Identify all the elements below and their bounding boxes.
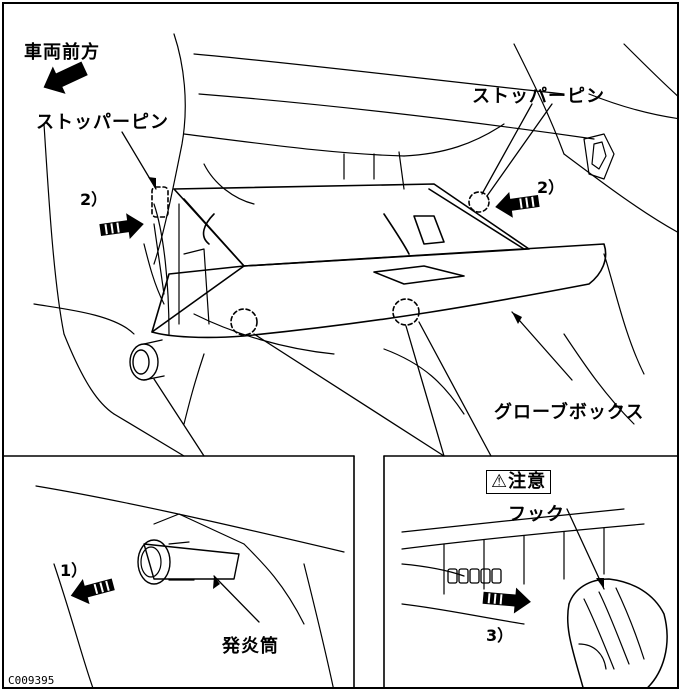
inset-frames: [4, 455, 677, 687]
inset-hook: [401, 508, 668, 687]
caution-text: 注意: [508, 471, 547, 492]
dashboard-outline: [33, 33, 677, 425]
step2-right-label: 2）: [537, 178, 565, 197]
diagram-artwork: [4, 33, 677, 687]
caution-icon: ⚠: [491, 471, 509, 492]
step2-left-label: 2）: [80, 190, 108, 209]
step2-left-arrow: [99, 213, 144, 240]
vehicle-front-label: 車両前方: [24, 42, 100, 63]
caution-box: ⚠注意: [486, 470, 552, 494]
flare-top: [129, 339, 165, 381]
step1-arrow: [70, 578, 115, 605]
flare-label: 発炎筒: [222, 636, 279, 657]
hook-label: フック: [508, 504, 565, 525]
leader-lines: [113, 103, 605, 623]
stopper-pin-left-label: ストッパーピン: [36, 112, 169, 133]
step2-right-arrow: [495, 191, 540, 218]
stopper-pin-right-label: ストッパーピン: [472, 86, 605, 107]
step3-arrow: [482, 587, 531, 614]
glove-box: [151, 183, 607, 339]
lower-left-panel: [153, 203, 210, 335]
step3-label: 3）: [486, 626, 514, 645]
highlight-circles: [151, 186, 490, 336]
vehicle-front-arrow: [43, 61, 88, 94]
inset-flare: [35, 485, 345, 687]
step1-label: 1）: [60, 561, 88, 580]
leader-arrowheads: [148, 177, 604, 589]
glove-box-label: グローブボックス: [494, 402, 645, 423]
direction-arrows: [43, 61, 540, 614]
figure-code: C009395: [8, 674, 55, 687]
